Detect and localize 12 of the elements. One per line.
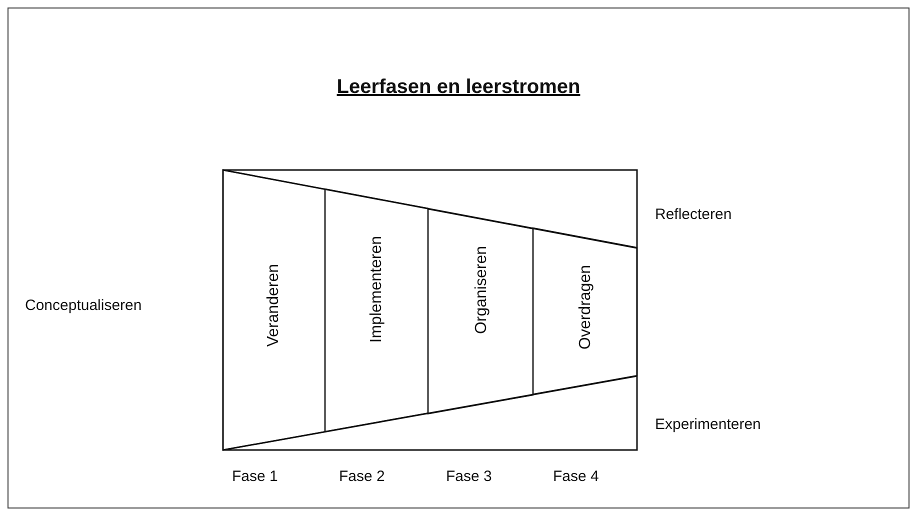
phase-number: Fase 4: [553, 468, 599, 485]
learning-mode-label: Reflecteren: [655, 206, 732, 223]
learning-mode-label: Experimenteren: [655, 416, 761, 433]
phase-name: Implementeren: [368, 236, 386, 344]
phase-name: Organiseren: [473, 246, 491, 334]
learning-mode-label: Conceptualiseren: [25, 297, 142, 314]
phase-number: Fase 1: [232, 468, 278, 485]
title: Leerfasen en leerstromen: [336, 76, 580, 98]
phase-name: Overdragen: [577, 265, 595, 350]
phase-name: Veranderen: [265, 264, 283, 346]
phase-number: Fase 3: [446, 468, 492, 485]
phase-number: Fase 2: [339, 468, 385, 485]
